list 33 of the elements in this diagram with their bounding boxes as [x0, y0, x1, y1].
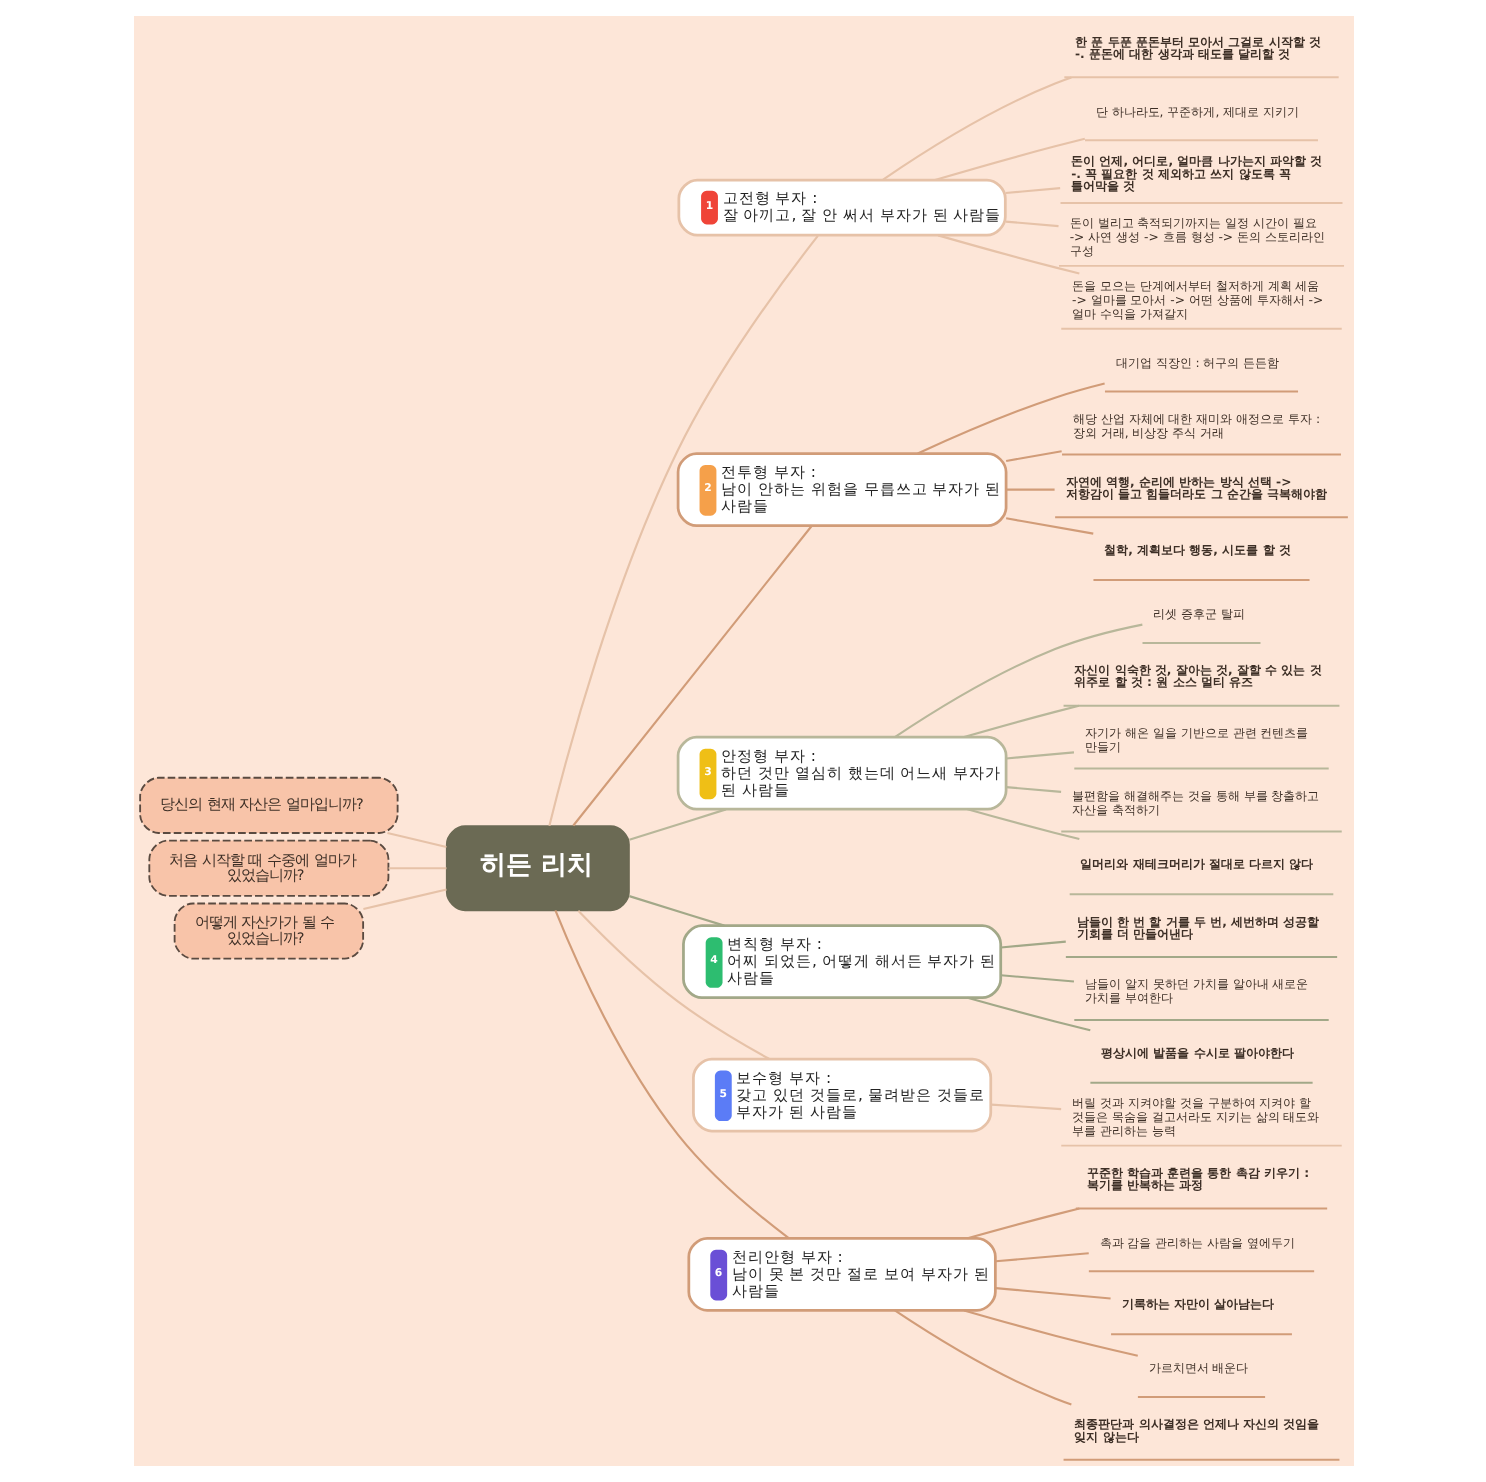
connector: [1005, 751, 1074, 760]
connector: [933, 137, 1085, 182]
connector: [628, 808, 726, 841]
connector: [576, 909, 769, 1060]
connector: [1004, 220, 1058, 228]
connector: [1005, 488, 1054, 491]
connector: [893, 1309, 1071, 1406]
connector: [571, 525, 812, 827]
connector: [881, 76, 1071, 181]
connector: [1005, 786, 1061, 793]
node-box: 히든 리치: [444, 825, 629, 912]
connector: [966, 808, 1079, 841]
connector: [387, 867, 446, 870]
connector: [999, 974, 1074, 983]
connector: [547, 235, 818, 827]
connector: [916, 382, 1104, 455]
connector: [962, 704, 1079, 739]
connector: [1004, 187, 1060, 195]
connector: [936, 234, 1079, 275]
connector: [990, 1103, 1061, 1111]
connector: [1004, 450, 1061, 463]
connector: [966, 1207, 1079, 1240]
connector: [1004, 517, 1093, 535]
connector: [962, 1309, 1137, 1357]
connector: [386, 831, 446, 848]
connector: [966, 996, 1090, 1032]
connector: [628, 895, 724, 927]
connector: [994, 1287, 1110, 1300]
connector: [362, 888, 446, 911]
connector: [994, 1252, 1088, 1263]
connector: [999, 940, 1065, 949]
connector: [553, 910, 789, 1239]
connector: [893, 623, 1142, 739]
